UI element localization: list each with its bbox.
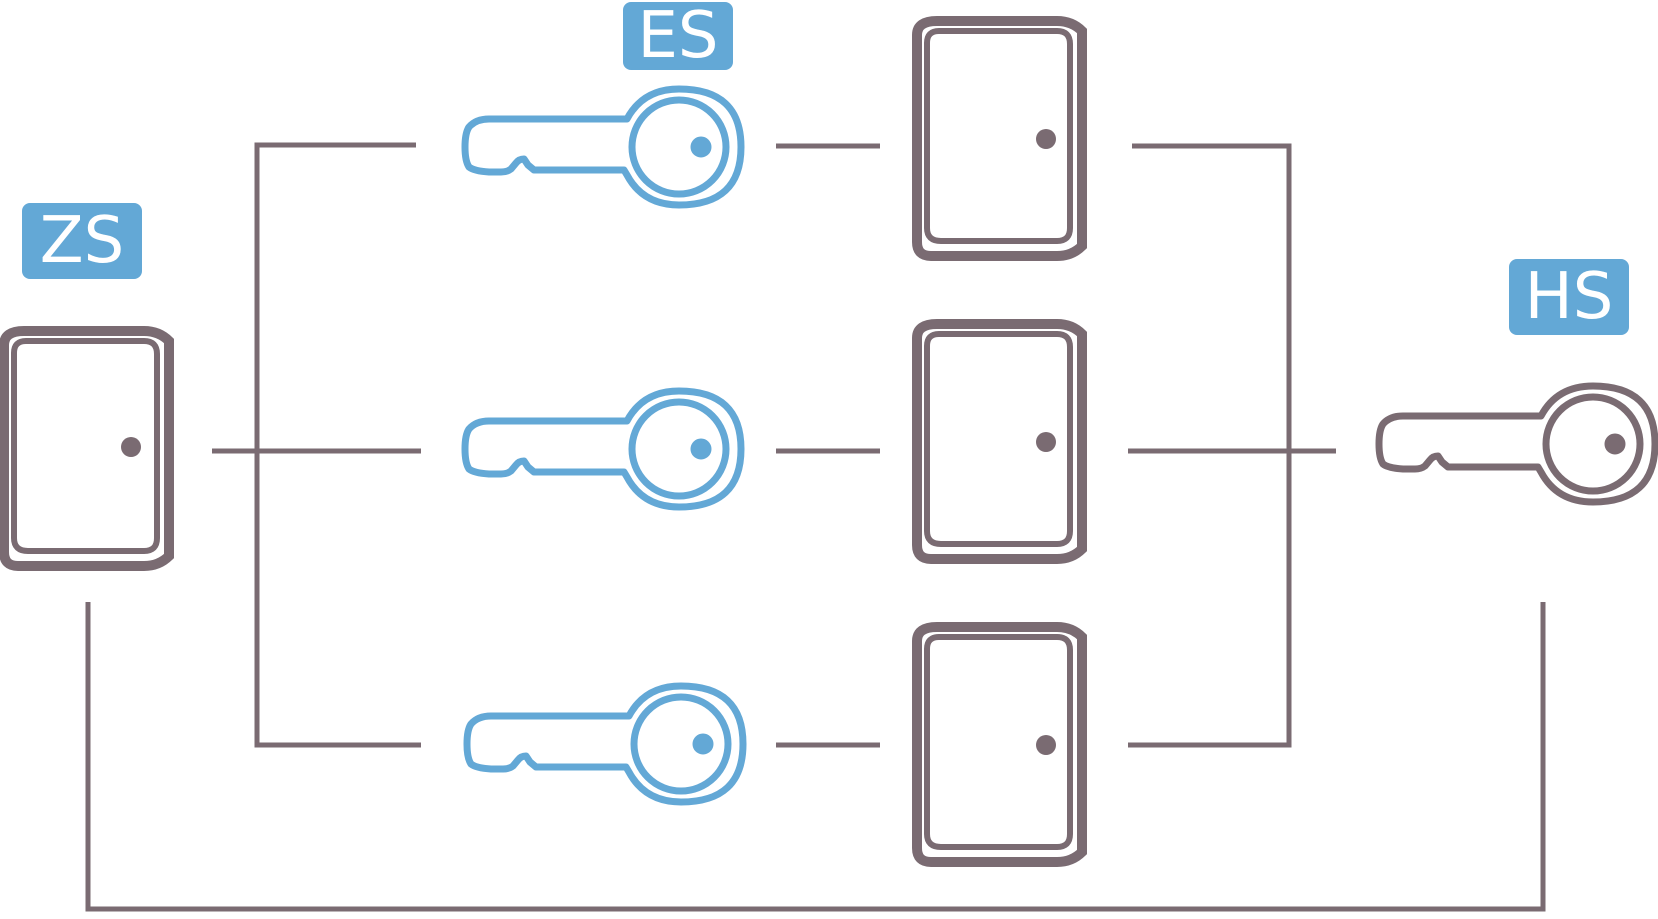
- es-badge: ES: [623, 0, 733, 73]
- bottom-loop-line: [85, 602, 1546, 912]
- key-icon-bottom: [467, 686, 743, 802]
- hs-badge: HS: [1509, 259, 1629, 335]
- door-icon-middle: [917, 324, 1082, 559]
- connector-lines: [85, 142, 1546, 912]
- door-icon-top: [917, 21, 1082, 256]
- key-icon-middle: [465, 391, 741, 507]
- hs-badge-label: HS: [1525, 260, 1614, 334]
- key-icon-top: [465, 89, 741, 205]
- right-bracket-line: [1128, 143, 1292, 748]
- es-badge-label: ES: [637, 0, 718, 73]
- hs-key-icon: [1379, 386, 1655, 502]
- zs-door-icon: [4, 331, 169, 566]
- left-bracket-line: [254, 142, 421, 748]
- zs-badge-label: ZS: [40, 204, 124, 278]
- door-icon-bottom: [917, 627, 1082, 862]
- zs-badge: ZS: [22, 203, 142, 279]
